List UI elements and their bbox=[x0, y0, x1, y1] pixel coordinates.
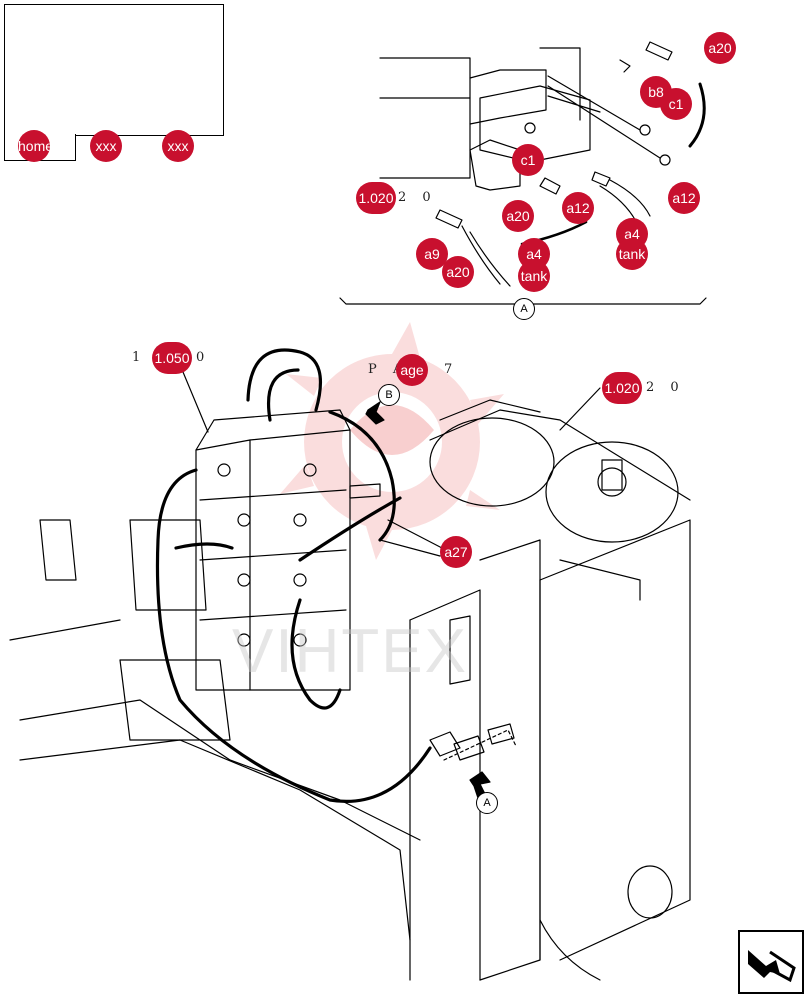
thumbnail-hotspot-1[interactable]: xxx bbox=[90, 130, 122, 162]
hotspot-tank[interactable]: tank bbox=[616, 238, 648, 270]
ref-page-hotspot[interactable]: age bbox=[396, 354, 428, 386]
hotspot-tank[interactable]: tank bbox=[518, 260, 550, 292]
watermark-logo bbox=[280, 322, 504, 560]
hotspot-b8[interactable]: b8 bbox=[640, 76, 672, 108]
hotspot-a12[interactable]: a12 bbox=[562, 192, 594, 224]
ref-right-hotspot[interactable]: 1.020 bbox=[602, 372, 642, 404]
view-a-marker-detail: A bbox=[513, 298, 535, 320]
next-page-button[interactable] bbox=[738, 930, 804, 994]
ref-page-suffix: 7 bbox=[444, 362, 459, 377]
main-drawing bbox=[9, 348, 691, 981]
ref-left-hotspot[interactable]: 1.050 bbox=[152, 342, 192, 374]
next-page-arrow-icon bbox=[748, 950, 796, 983]
hotspot-a20[interactable]: a20 bbox=[502, 200, 534, 232]
hotspot-a20[interactable]: a20 bbox=[442, 256, 474, 288]
ref-right-suffix: 2 0 bbox=[646, 380, 685, 395]
watermark-text: VIHTEX bbox=[232, 617, 468, 686]
hotspot-a27[interactable]: a27 bbox=[440, 536, 472, 568]
view-a-marker-main: A bbox=[476, 792, 498, 814]
view-b-marker: B bbox=[378, 384, 400, 406]
hotspot-a12[interactable]: a12 bbox=[668, 182, 700, 214]
ref-left-suffix: 0 bbox=[196, 350, 211, 365]
ref-hotspot-detail-a[interactable]: 1.020 bbox=[356, 182, 396, 214]
ref-label-detail-a-suffix: 2 0 bbox=[398, 190, 437, 205]
ref-page-prefix: P A bbox=[368, 362, 409, 377]
thumbnail-hotspot-2[interactable]: xxx bbox=[162, 130, 194, 162]
hotspot-c1[interactable]: c1 bbox=[512, 144, 544, 176]
thumbnail-view[interactable] bbox=[4, 4, 224, 136]
hotspot-a20[interactable]: a20 bbox=[704, 32, 736, 64]
detail-a-drawing bbox=[339, 41, 707, 305]
home-hotspot[interactable]: home bbox=[18, 130, 50, 162]
